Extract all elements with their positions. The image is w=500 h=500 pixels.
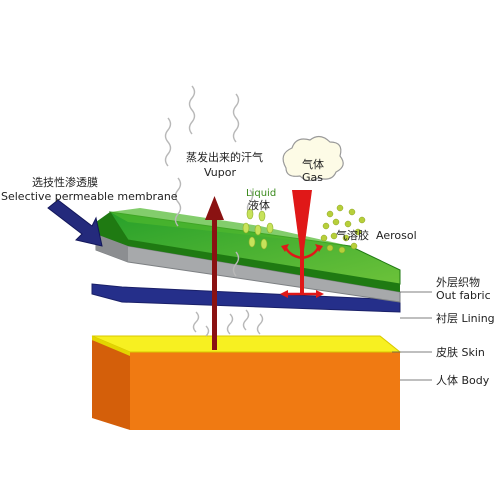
liquid-label-cn: 液体 [248, 199, 270, 212]
membrane-pointer-arrow [47, 199, 103, 247]
vapor-arrow-shaft [212, 218, 217, 350]
aerosol-dot [322, 222, 330, 230]
vapor-wave [232, 93, 240, 143]
gas-label-cn: 气体 [302, 158, 324, 171]
vapor-wave [164, 117, 172, 167]
vapor-arrow-head [205, 196, 224, 220]
body-front-face [130, 352, 400, 430]
liquid-drops [242, 208, 274, 250]
vapor-wave [226, 313, 234, 335]
membrane-edge [96, 234, 128, 262]
aerosol-dot [342, 234, 350, 242]
skin-edge [92, 336, 130, 356]
vapor-wave [192, 311, 200, 333]
aerosol-dot [332, 218, 340, 226]
aerosol-dot [354, 228, 362, 236]
body-left-face [92, 340, 130, 430]
vapor-wave [174, 177, 182, 227]
aerosol-dot [358, 216, 366, 224]
lining-layer [91, 283, 401, 313]
aerosol-dot [326, 244, 334, 252]
out-fabric-label-cn: 外层织物 [436, 276, 480, 289]
aerosol-label-cn: 气溶胶 [336, 229, 369, 242]
aerosol-dot [348, 208, 356, 216]
liquid-label-en: Liquid [246, 188, 277, 199]
aerosol-dot [336, 204, 344, 212]
gas-arrow-right-branch [301, 247, 320, 260]
aerosol-dot [350, 242, 358, 250]
aerosol-dot [344, 220, 352, 228]
gas-arrow-stem [300, 248, 304, 294]
liquid-drop [248, 236, 256, 248]
liquid-drop [258, 210, 266, 222]
liquid-drop [266, 222, 274, 234]
body-label: 人体 Body [436, 374, 490, 387]
vapor-wave [205, 325, 210, 337]
pointer-arrow-shape [47, 199, 103, 247]
gas-label-en: Gas [302, 171, 323, 184]
vapor-wave [256, 313, 264, 335]
membrane-label-en: Selective permeable membrane [1, 190, 178, 203]
gas-arrow-left-branch [284, 247, 303, 260]
aerosol-dots [320, 204, 366, 254]
gas-arrow-lateral-left-head [280, 290, 288, 298]
vapor-waves-bottom [192, 309, 264, 337]
liquid-drop [260, 238, 268, 250]
gas-arrow-right-head [315, 244, 323, 252]
gas-arrow-funnel [292, 190, 312, 250]
aerosol-dot [330, 232, 338, 240]
vapor-waves-top [164, 85, 254, 277]
aerosol-label-en: Aerosol [376, 229, 417, 242]
aerosol-dot [338, 246, 346, 254]
liquid-drop [246, 208, 254, 220]
outer-fabric-top [110, 208, 350, 246]
skin-label: 皮肤 Skin [436, 346, 485, 359]
gas-cloud-shape [282, 135, 344, 182]
aerosol-dot [320, 234, 328, 242]
leader-lines [392, 291, 432, 381]
gas-cloud [282, 135, 344, 182]
skin-layer [91, 335, 402, 353]
out-fabric-label-en: Out fabric [436, 289, 491, 302]
vapor-wave [242, 309, 250, 331]
liquid-drop [242, 222, 250, 234]
vapor-arrow [205, 196, 224, 350]
aerosol-dot [326, 210, 334, 218]
lining-label: 衬层 Lining [436, 312, 495, 325]
vapor-label-cn: 蒸发出来的汗气 [186, 151, 263, 164]
vapor-label-en: Vupor [204, 166, 236, 179]
membrane-label-cn: 选技性渗透膜 [32, 176, 98, 189]
gas-arrow-left-head [281, 244, 289, 252]
gas-arrow-lateral-right-head [316, 290, 324, 298]
liquid-drop [254, 224, 262, 236]
body-layer [92, 340, 400, 430]
vapor-wave [188, 85, 196, 135]
gas-arrow [280, 190, 324, 298]
vapor-wave [232, 251, 240, 277]
